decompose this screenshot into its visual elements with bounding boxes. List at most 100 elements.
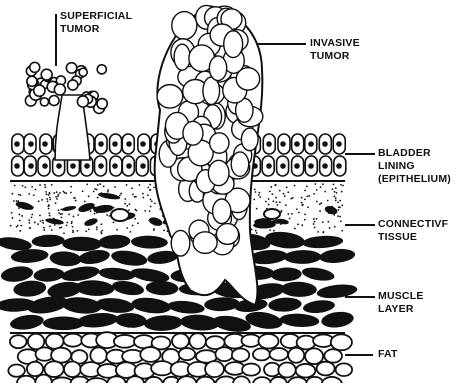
ct-dot: [59, 227, 61, 229]
tumor-cell: [79, 68, 87, 76]
ct-dot: [306, 195, 308, 197]
muscle-fiber: [98, 234, 131, 250]
ct-dot: [82, 190, 84, 192]
ct-dot: [322, 232, 324, 234]
tumor-cell: [40, 98, 48, 106]
ct-dot: [327, 200, 329, 202]
tumor-cell: [68, 80, 78, 90]
tumor-cell: [30, 62, 40, 72]
ct-dot: [268, 204, 270, 206]
ct-dot: [126, 227, 128, 229]
cell-nucleus: [113, 164, 117, 168]
ct-dot: [151, 200, 153, 202]
ct-dot: [71, 222, 73, 224]
label-bladder-lining: BLADDER LINING (EPITHELIUM): [378, 147, 451, 186]
ct-dot: [24, 186, 26, 188]
cell-nucleus: [337, 142, 341, 146]
ct-dot: [35, 189, 37, 191]
ct-dot: [253, 198, 255, 200]
ct-dot: [97, 197, 99, 199]
fat-cell: [232, 348, 249, 361]
ct-dot: [21, 215, 23, 217]
ct-dot: [113, 221, 115, 223]
fat-cell: [10, 335, 27, 348]
ct-dot: [149, 189, 151, 191]
ct-dot: [20, 194, 22, 196]
ct-dot: [316, 189, 318, 191]
ct-dot: [16, 200, 18, 202]
cell-nucleus: [15, 164, 19, 168]
ct-dot: [142, 193, 144, 195]
cell-nucleus: [43, 164, 47, 168]
ct-dot: [44, 184, 46, 186]
invasive-tumor-cell: [241, 128, 258, 151]
ct-dot: [336, 192, 338, 194]
muscle-fiber: [31, 234, 65, 248]
ct-dot: [285, 204, 287, 206]
muscle-fiber: [9, 313, 45, 332]
cell-nucleus: [281, 164, 285, 168]
ct-dot: [39, 215, 41, 217]
ct-dot: [48, 208, 50, 210]
invasive-tumor-cell: [208, 160, 229, 185]
ct-dot: [134, 218, 136, 220]
ct-dot: [137, 222, 139, 224]
ct-dot: [29, 222, 31, 224]
pointer-superficial: [55, 14, 57, 66]
ct-dot: [18, 194, 20, 196]
ct-dot: [256, 232, 258, 234]
invasive-tumor-cell: [231, 152, 248, 176]
ct-dot: [51, 229, 53, 231]
ct-cell: [148, 216, 164, 228]
cell-nucleus: [323, 164, 327, 168]
ct-dot: [60, 217, 62, 219]
fat-cell: [288, 348, 304, 363]
muscle-fiber: [95, 296, 135, 314]
ct-dot: [307, 206, 309, 208]
ct-dot: [71, 221, 73, 223]
ct-cell: [77, 201, 96, 214]
ct-dot: [296, 208, 298, 210]
ct-vessel: [111, 209, 129, 221]
ct-dot: [14, 185, 16, 187]
ct-dot: [55, 196, 57, 198]
fat-cell: [215, 347, 233, 361]
cell-nucleus: [309, 164, 313, 168]
ct-dot: [11, 217, 13, 219]
ct-dot: [333, 196, 335, 198]
ct-dot: [286, 187, 288, 189]
label-fat: FAT: [378, 348, 398, 361]
invasive-tumor-cell: [183, 121, 203, 145]
ct-dot: [90, 210, 92, 212]
ct-dot: [76, 230, 78, 232]
fat-cell: [107, 376, 125, 383]
label-invasive-tumor: INVASIVE TUMOR: [310, 37, 360, 63]
ct-dot: [277, 204, 279, 206]
ct-dot: [340, 220, 342, 222]
label-muscle-layer: MUSCLE LAYER: [378, 290, 424, 316]
cell-nucleus: [29, 142, 33, 146]
tumor-cell: [66, 63, 76, 73]
ct-dot: [41, 199, 43, 201]
muscle-fiber: [115, 312, 147, 328]
tumor-cell: [54, 84, 65, 95]
ct-dot: [68, 214, 70, 216]
fat-cell: [179, 348, 195, 360]
ct-dot: [153, 229, 155, 231]
fat-cell: [241, 334, 260, 346]
ct-dot: [255, 191, 257, 193]
fat-cell: [317, 362, 335, 376]
ct-dot: [124, 203, 126, 205]
fat-cell: [127, 376, 144, 383]
ct-dot: [56, 198, 58, 200]
invasive-tumor-cell: [203, 77, 220, 104]
ct-dot: [304, 219, 306, 221]
pointer-muscle: [345, 296, 375, 298]
ct-dot: [265, 201, 267, 203]
ct-dot: [147, 187, 149, 189]
ct-dot: [126, 184, 128, 186]
pointer-invasive: [258, 43, 306, 45]
fat-cell: [63, 334, 82, 347]
ct-dot: [119, 195, 121, 197]
ct-dot: [73, 197, 75, 199]
